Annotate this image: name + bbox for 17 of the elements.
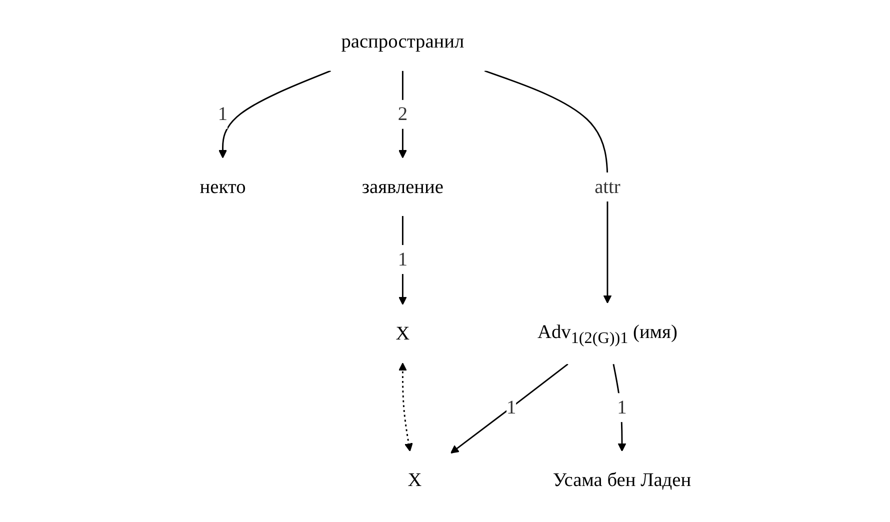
arrow xyxy=(218,70,331,158)
edge-label: 1 xyxy=(397,248,408,270)
arrow xyxy=(398,362,412,452)
node-text: распространил xyxy=(340,31,464,52)
edge-label: 1 xyxy=(616,396,626,418)
node-text: X xyxy=(407,470,422,491)
node-text: некто xyxy=(199,176,246,198)
edge-label: 2 xyxy=(397,104,408,126)
arrow xyxy=(450,364,568,454)
node-text: Усама бен Ладен xyxy=(552,470,691,491)
node-text: заявление xyxy=(361,176,444,198)
edge-label: 1 xyxy=(506,396,516,418)
edge-label: attr xyxy=(594,176,620,198)
node-text: Adv$_{1(2(G))1}$ (имя) xyxy=(537,321,677,347)
edge-label: 1 xyxy=(217,104,228,126)
node-text: X xyxy=(395,322,410,344)
arrow xyxy=(484,70,612,304)
